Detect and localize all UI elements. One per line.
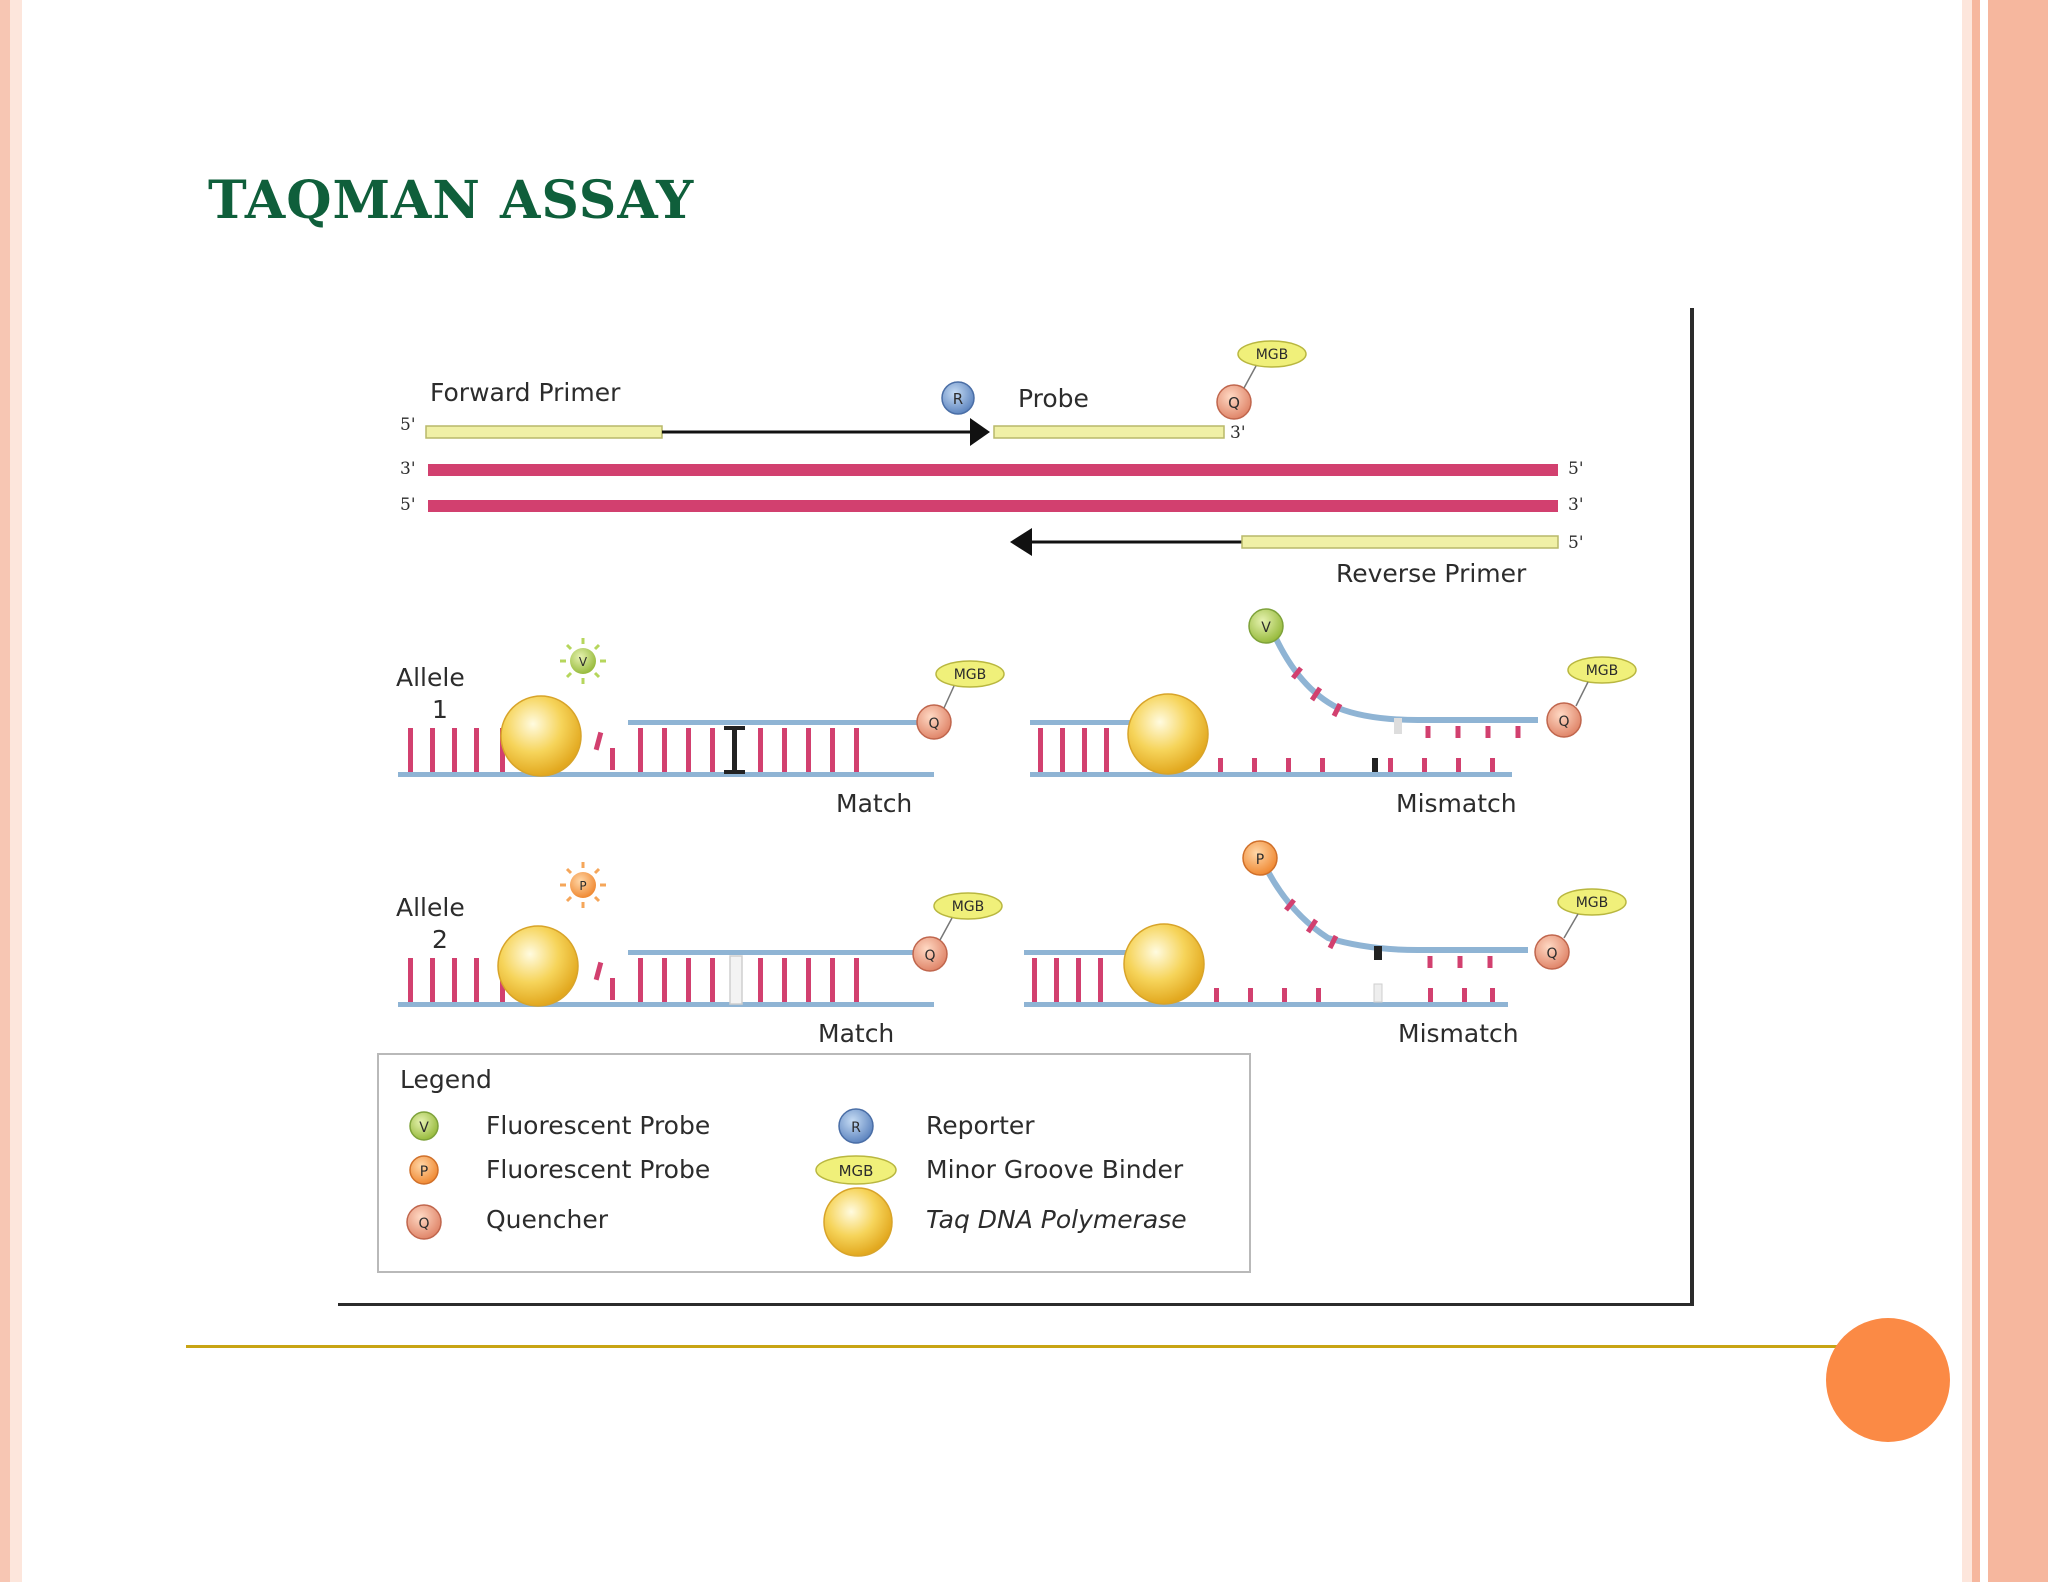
legend-item-fluorescent-probe-v: Fluorescent Probe <box>486 1111 710 1140</box>
allele1-mismatch-duplex <box>1030 630 1538 777</box>
allele-1-section: Allele 1 V <box>396 608 1637 818</box>
allele2-mismatch-label: Mismatch <box>1398 1019 1519 1048</box>
legend-polymerase-icon <box>823 1187 893 1257</box>
legend-p-symbol: P <box>420 1164 428 1180</box>
allele1-match-quencher-label: Q <box>928 716 939 732</box>
allele2-label-line2: 2 <box>432 925 448 954</box>
template-section: Forward Primer 5' R Probe 3' Q MGB 3' 5'… <box>400 340 1584 588</box>
reverse-primer-bar <box>1241 535 1559 549</box>
forward-primer-label: Forward Primer <box>430 378 621 407</box>
allele2-match-mgb-icon <box>933 892 1003 920</box>
allele1-mismatch-mgb-label: MGB <box>1586 663 1619 679</box>
allele1-match-quencher-icon <box>916 704 952 740</box>
taqman-diagram: Forward Primer 5' R Probe 3' Q MGB 3' 5'… <box>338 308 1694 1306</box>
allele2-p-dye-icon <box>570 872 596 898</box>
allele2-mismatch-p-label: P <box>1256 852 1264 868</box>
top-strand-5prime: 5' <box>1568 459 1584 479</box>
probe-mgb-icon <box>1237 340 1307 368</box>
probe-quencher-label: Q <box>1228 394 1240 412</box>
allele1-match-label: Match <box>836 789 912 818</box>
allele2-mismatch-quencher-label: Q <box>1546 946 1557 962</box>
allele1-label-line1: Allele <box>396 663 465 692</box>
allele2-mismatch-polymerase-icon <box>1123 923 1205 1005</box>
reverse-arrowhead-icon <box>1010 528 1032 556</box>
legend-item-fluorescent-probe-p: Fluorescent Probe <box>486 1155 710 1184</box>
allele1-match-duplex <box>398 720 934 777</box>
left-frame-border <box>0 0 22 1582</box>
allele2-label-line1: Allele <box>396 893 465 922</box>
legend-mgb-icon <box>815 1155 897 1185</box>
probe-mgb-connector <box>1243 365 1257 389</box>
reverse-primer-label: Reverse Primer <box>1336 559 1527 588</box>
allele2-match-duplex <box>398 950 934 1007</box>
allele1-label-line2: 1 <box>432 695 448 724</box>
legend-title: Legend <box>400 1065 492 1094</box>
bottom-strand-3prime: 3' <box>1568 495 1584 515</box>
allele2-p-dye-label: P <box>579 879 586 893</box>
allele1-v-dye-icon <box>570 648 596 674</box>
allele1-mismatch-label: Mismatch <box>1396 789 1517 818</box>
allele-2-section: Allele 2 P <box>396 840 1627 1048</box>
probe-label: Probe <box>1018 384 1089 413</box>
legend-r-symbol: R <box>851 1120 861 1136</box>
allele2-mismatch-mgb-label: MGB <box>1576 895 1609 911</box>
top-strand-3prime: 3' <box>400 459 416 479</box>
allele1-mismatch-v-label: V <box>1261 620 1271 636</box>
allele2-match-quencher-icon <box>912 936 948 972</box>
legend-item-minor-groove-binder: Minor Groove Binder <box>926 1155 1184 1184</box>
forward-primer-bar <box>425 425 663 439</box>
allele1-match-polymerase-icon <box>500 695 582 777</box>
footer-divider <box>186 1345 1886 1348</box>
allele1-fluorescence-burst: V <box>560 638 606 684</box>
allele2-mismatch-p-dye-icon <box>1242 840 1278 876</box>
allele1-match-mgb-label: MGB <box>954 667 987 683</box>
probe-quencher-icon <box>1216 384 1252 420</box>
allele2-match-mgb-label: MGB <box>952 899 985 915</box>
reporter-icon <box>941 381 975 415</box>
allele2-mismatch-quencher-icon <box>1534 934 1570 970</box>
legend-item-taq-polymerase: Taq DNA Polymerase <box>926 1205 1187 1234</box>
fwd-5prime-label: 5' <box>400 415 416 435</box>
decorative-orange-dot <box>1826 1318 1950 1442</box>
legend-v-icon <box>409 1111 439 1141</box>
legend-mgb-symbol: MGB <box>839 1162 874 1180</box>
legend-q-icon <box>406 1204 442 1240</box>
allele1-v-dye-label: V <box>579 655 588 669</box>
allele1-mismatch-quencher-label: Q <box>1558 714 1569 730</box>
allele1-match-mgb-icon <box>935 660 1005 688</box>
probe-bar <box>993 425 1225 439</box>
allele2-fluorescence-burst: P <box>560 862 606 908</box>
reverse-5prime-label: 5' <box>1568 533 1584 553</box>
legend-p-icon <box>409 1155 439 1185</box>
right-frame-border <box>1962 0 2048 1582</box>
template-strand-bottom <box>428 500 1558 512</box>
allele2-match-polymerase-icon <box>497 925 579 1007</box>
template-strand-top <box>428 464 1558 476</box>
legend-box: Legend V Fluorescent Probe P Fluorescent… <box>377 1053 1251 1273</box>
probe-3prime-label: 3' <box>1230 423 1246 443</box>
legend-v-symbol: V <box>419 1120 429 1136</box>
bottom-strand-5prime: 5' <box>400 495 416 515</box>
allele2-mismatch-duplex <box>1024 862 1528 1007</box>
reporter-badge-label: R <box>953 390 963 408</box>
forward-arrowhead-icon <box>970 418 990 446</box>
allele1-mismatch-v-dye-icon <box>1248 608 1284 644</box>
allele2-mismatch-mgb-icon <box>1557 888 1627 916</box>
legend-item-quencher: Quencher <box>486 1205 609 1234</box>
probe-mgb-label: MGB <box>1256 347 1289 363</box>
legend-item-reporter: Reporter <box>926 1111 1035 1140</box>
legend-q-symbol: Q <box>418 1216 429 1232</box>
allele1-mismatch-mgb-icon <box>1567 656 1637 684</box>
slide-title: TAQMAN ASSAY <box>208 170 695 231</box>
allele2-match-label: Match <box>818 1019 894 1048</box>
legend-r-icon <box>838 1108 874 1144</box>
allele1-mismatch-polymerase-icon <box>1127 693 1209 775</box>
allele2-match-quencher-label: Q <box>924 948 935 964</box>
allele1-mismatch-quencher-icon <box>1546 702 1582 738</box>
